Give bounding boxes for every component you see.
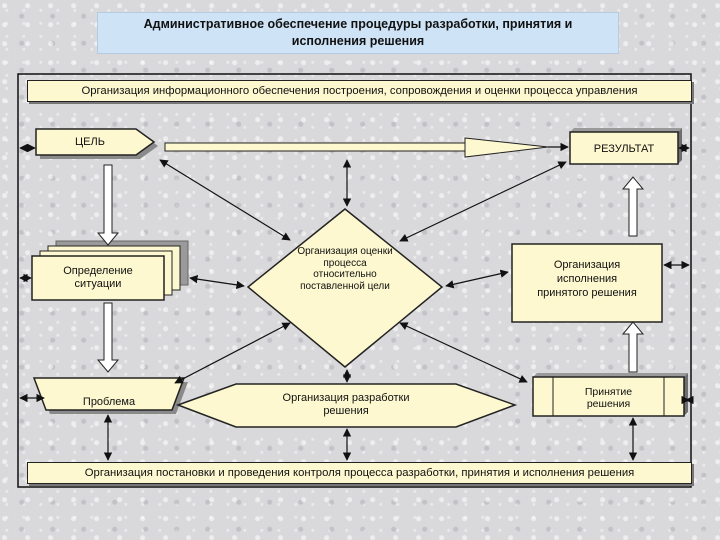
goal-result-arrow — [164, 137, 549, 158]
development-label: Организация разработки решения — [236, 392, 456, 418]
decision-execution-arrow — [621, 321, 645, 373]
decision-line-2: решения — [586, 398, 631, 410]
situation-evaluation-link — [189, 274, 245, 290]
evaluation-line-3: относительно — [313, 269, 377, 280]
evaluation-line-1: Организация оценки — [297, 246, 393, 257]
execution-node — [511, 243, 663, 323]
situation-node — [31, 240, 189, 301]
evaluation-label: Организация оценки процесса относительно… — [275, 246, 415, 292]
goal-node — [35, 128, 158, 159]
decision-line-1: Принятие — [584, 386, 633, 398]
situation-label: Определение ситуации — [32, 265, 164, 291]
situation-problem-arrow — [96, 302, 120, 373]
evaluation-execution-link — [445, 269, 509, 289]
execution-label: Организация исполнения принятого решения — [512, 258, 662, 300]
goal-evaluation-link — [159, 159, 291, 241]
goal-situation-arrow — [96, 164, 120, 246]
decision-node — [532, 373, 688, 417]
result-node — [569, 128, 682, 165]
execution-result-arrow — [621, 176, 645, 237]
evaluation-line-2: процесса — [323, 257, 367, 269]
execution-line-1: Организация — [553, 259, 621, 271]
evaluation-line-4: поставленной цели — [300, 280, 390, 292]
result-label: РЕЗУЛЬТАТ — [593, 143, 655, 155]
goal-label: ЦЕЛЬ — [75, 136, 105, 148]
top-band: Организация информационного обеспечения … — [27, 80, 692, 102]
evaluation-node — [246, 208, 444, 368]
situation-line-1: Определение — [63, 265, 133, 277]
problem-label: Проблема — [82, 396, 136, 408]
title-line-2: исполнения решения — [291, 34, 425, 48]
bottom-band: Организация постановки и проведения конт… — [27, 462, 692, 484]
diagram-title: Административное обеспечение процедуры р… — [97, 12, 619, 54]
decision-label: Принятие решения — [553, 386, 664, 410]
problem-evaluation-link — [174, 322, 291, 384]
development-line-1: Организация разработки — [282, 392, 410, 404]
evaluation-decision-link — [399, 322, 528, 383]
development-line-2: решения — [323, 405, 369, 417]
situation-line-2: ситуации — [74, 278, 122, 290]
evaluation-result-link — [399, 161, 567, 242]
development-node — [175, 383, 518, 428]
outer-frame — [17, 73, 692, 488]
title-line-1: Административное обеспечение процедуры р… — [143, 17, 573, 31]
execution-line-3: принятого решения — [537, 287, 637, 299]
execution-line-2: исполнения — [556, 273, 618, 285]
